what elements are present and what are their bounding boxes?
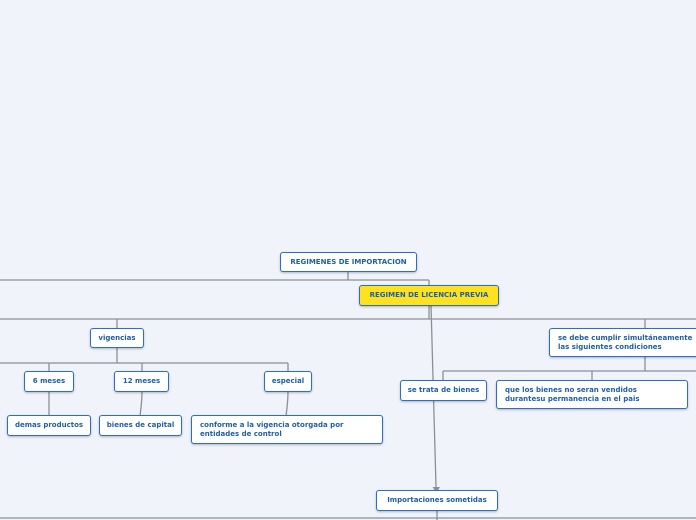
node-label: se debe cumplir simultáneamente las sigu… [558,333,693,351]
node-label: se trata de bienes [407,386,480,394]
node-label: bienes de capital [106,421,175,429]
node-especial[interactable]: especial [264,371,312,392]
node-demas-productos[interactable]: demas productos [7,415,91,436]
connector-especial-to-conforme [285,390,289,417]
node-label: conforme a la vigencia otorgada por enti… [200,420,344,438]
node-6-meses[interactable]: 6 meses [24,371,74,392]
node-regimenes-de-importacion[interactable]: REGIMENES DE IMPORTACION [280,252,417,272]
node-label: Importaciones sometidas [387,496,487,504]
node-condiciones[interactable]: se debe cumplir simultáneamente las sigu… [549,328,696,357]
node-12-meses[interactable]: 12 meses [114,371,169,392]
node-label: REGIMENES DE IMPORTACION [290,257,407,266]
node-label: REGIMEN DE LICENCIA PREVIA [369,291,489,299]
node-label: 6 meses [32,377,66,385]
node-se-trata-de-bienes[interactable]: se trata de bienes [400,380,487,401]
node-conforme-vigencia[interactable]: conforme a la vigencia otorgada por enti… [191,415,383,444]
node-label: especial [271,377,305,385]
node-bienes-de-capital[interactable]: bienes de capital [99,415,182,436]
node-no-seran-vendidos[interactable]: que los bienes no seran vendidos durante… [496,380,688,409]
node-label: demas productos [14,421,84,429]
connector-12meses-to-bienes [139,390,143,417]
node-label: vigencias [98,333,136,342]
node-regimen-licencia-previa[interactable]: REGIMEN DE LICENCIA PREVIA [359,285,499,306]
node-vigencias[interactable]: vigencias [90,328,144,348]
node-label: 12 meses [122,377,161,385]
node-importaciones-sometidas[interactable]: Importaciones sometidas [376,490,498,511]
node-label: que los bienes no seran vendidos durante… [505,385,640,403]
